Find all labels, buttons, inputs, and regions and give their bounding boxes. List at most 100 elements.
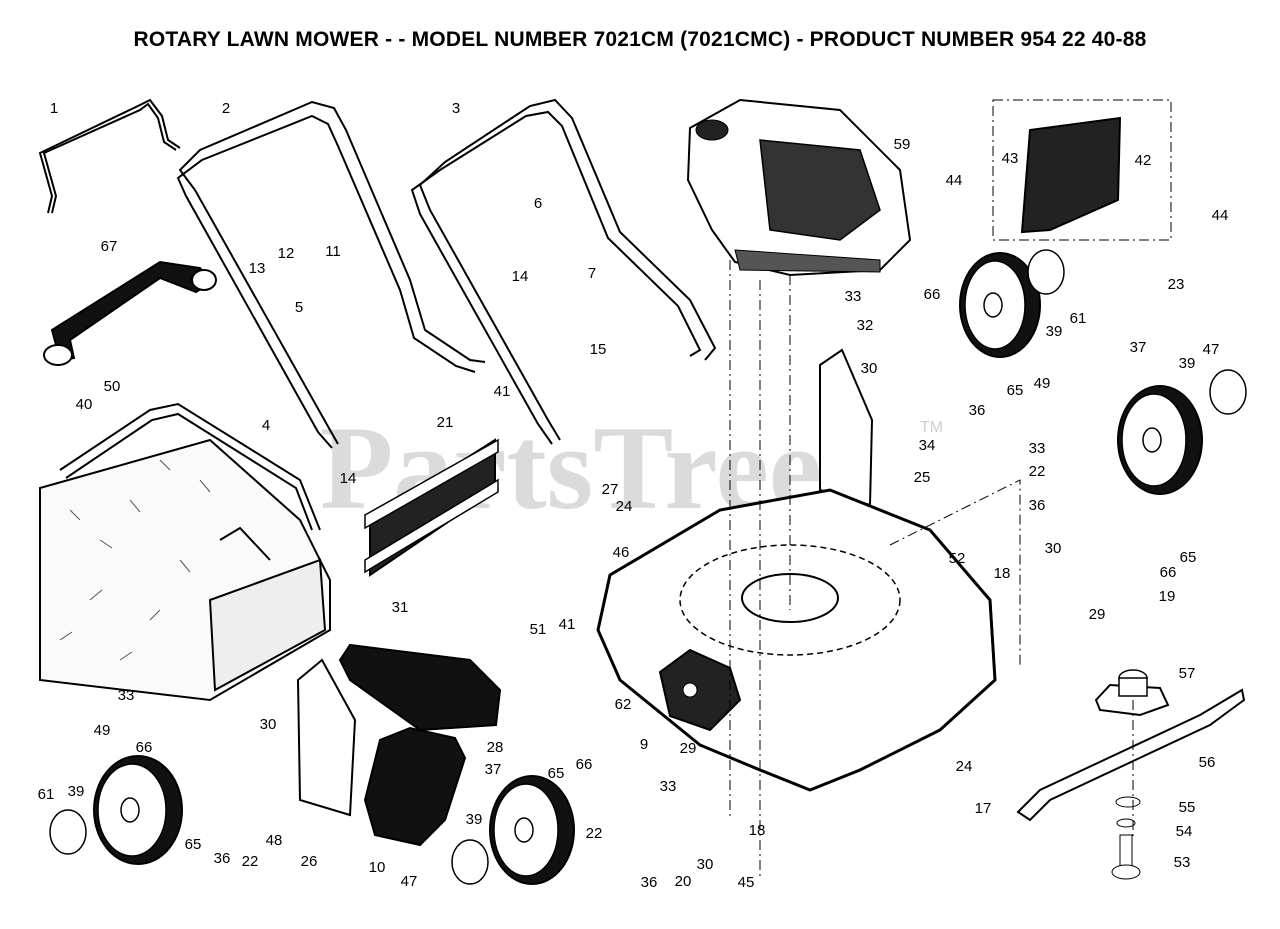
callout-c18a: 18 <box>994 565 1011 582</box>
callout-c66c: 66 <box>136 739 153 756</box>
callout-c33a: 33 <box>845 288 862 305</box>
callout-c39c: 39 <box>68 783 85 800</box>
callout-c45: 45 <box>738 874 755 891</box>
part-wheel-front-right <box>959 252 1041 358</box>
callout-c36c: 36 <box>214 850 231 867</box>
callout-c51: 51 <box>530 621 547 638</box>
callout-c36a: 36 <box>969 402 986 419</box>
callout-c65b: 65 <box>1180 549 1197 566</box>
callout-c47b: 47 <box>401 873 418 890</box>
callout-c32: 32 <box>857 317 874 334</box>
callout-c61b: 61 <box>38 786 55 803</box>
callout-c27: 27 <box>602 481 619 498</box>
callout-c33c: 33 <box>118 687 135 704</box>
callout-c40: 40 <box>76 396 93 413</box>
callout-c36d: 36 <box>641 874 658 891</box>
callout-c23: 23 <box>1168 276 1185 293</box>
callout-c24b: 24 <box>956 758 973 775</box>
callout-c11: 11 <box>325 243 341 260</box>
callout-c24a: 24 <box>616 498 633 515</box>
callout-c52: 52 <box>949 550 966 567</box>
callout-c28: 28 <box>487 739 504 756</box>
callout-c36b: 36 <box>1029 497 1046 514</box>
callout-c48: 48 <box>266 832 283 849</box>
callout-c37b: 37 <box>485 761 502 778</box>
callout-c39b: 39 <box>1179 355 1196 372</box>
callout-c50: 50 <box>104 378 121 395</box>
part-left-bracket <box>296 658 357 817</box>
callout-c22a: 22 <box>1029 463 1046 480</box>
callout-c65a: 65 <box>1007 382 1024 399</box>
callout-c14a: 14 <box>512 268 529 285</box>
part-wheel-rear-right <box>1117 385 1203 495</box>
callout-c9: 9 <box>640 736 648 753</box>
callout-c41a: 41 <box>494 383 511 400</box>
callout-c1: 1 <box>50 100 58 117</box>
callout-c57: 57 <box>1179 665 1196 682</box>
callout-c17: 17 <box>975 800 992 817</box>
part-mower-deck <box>596 488 997 792</box>
callout-c30c: 30 <box>260 716 277 733</box>
callout-c12: 12 <box>278 245 295 262</box>
callout-c66d: 66 <box>576 756 593 773</box>
callout-c66b: 66 <box>1160 564 1177 581</box>
callout-c25: 25 <box>914 469 931 486</box>
callout-c44b: 44 <box>1212 207 1229 224</box>
assembly-guides <box>729 260 1134 880</box>
callout-c13: 13 <box>249 260 266 277</box>
callout-c4: 4 <box>262 417 270 434</box>
callout-c56: 56 <box>1199 754 1216 771</box>
callout-c15: 15 <box>590 341 607 358</box>
callout-c43: 43 <box>1002 150 1019 167</box>
callout-c26: 26 <box>301 853 318 870</box>
part-handle-grip <box>43 260 217 366</box>
callout-c65d: 65 <box>185 836 202 853</box>
callout-c31: 31 <box>392 599 409 616</box>
callout-c39d: 39 <box>466 811 483 828</box>
part-control-rod <box>38 98 181 214</box>
part-hubcap-right <box>1027 249 1065 295</box>
callout-c18b: 18 <box>749 822 766 839</box>
callout-c29a: 29 <box>1089 606 1106 623</box>
callout-c33b: 33 <box>1029 440 1046 457</box>
callout-c14b: 14 <box>340 470 357 487</box>
callout-c33d: 33 <box>660 778 677 795</box>
callout-c54: 54 <box>1176 823 1193 840</box>
callout-c30d: 30 <box>697 856 714 873</box>
callout-c30b: 30 <box>1045 540 1062 557</box>
callout-c39a: 39 <box>1046 323 1063 340</box>
callout-c30a: 30 <box>861 360 878 377</box>
part-engine <box>686 98 912 277</box>
callout-c5: 5 <box>295 299 303 316</box>
callout-c61a: 61 <box>1070 310 1087 327</box>
callout-c22b: 22 <box>586 825 603 842</box>
callout-c19: 19 <box>1159 588 1176 605</box>
callout-c6: 6 <box>534 195 542 212</box>
part-hubcap-rear-right <box>1209 369 1247 415</box>
part-rear-flap <box>338 643 502 732</box>
callout-c41b: 41 <box>559 616 576 633</box>
callout-c2: 2 <box>222 100 230 117</box>
part-grass-catcher <box>39 402 331 702</box>
callout-c42: 42 <box>1135 152 1152 169</box>
callout-c22c: 22 <box>242 853 259 870</box>
part-right-bracket <box>819 348 874 507</box>
callout-c29b: 29 <box>680 740 697 757</box>
callout-c34: 34 <box>919 437 936 454</box>
callout-c53: 53 <box>1174 854 1191 871</box>
callout-c47a: 47 <box>1203 341 1220 358</box>
callout-c37a: 37 <box>1130 339 1147 356</box>
part-upper-handle <box>176 100 486 449</box>
callout-c20: 20 <box>675 873 692 890</box>
callout-c49a: 49 <box>1034 375 1051 392</box>
callout-c62: 62 <box>615 696 632 713</box>
part-lower-handle <box>410 98 717 445</box>
part-blade <box>1016 688 1246 822</box>
callout-c55: 55 <box>1179 799 1196 816</box>
callout-c44a: 44 <box>946 172 963 189</box>
watermark-tm: TM <box>920 419 943 436</box>
callout-c67: 67 <box>101 238 118 255</box>
diagram-title: ROTARY LAWN MOWER - - MODEL NUMBER 7021C… <box>133 28 1147 51</box>
